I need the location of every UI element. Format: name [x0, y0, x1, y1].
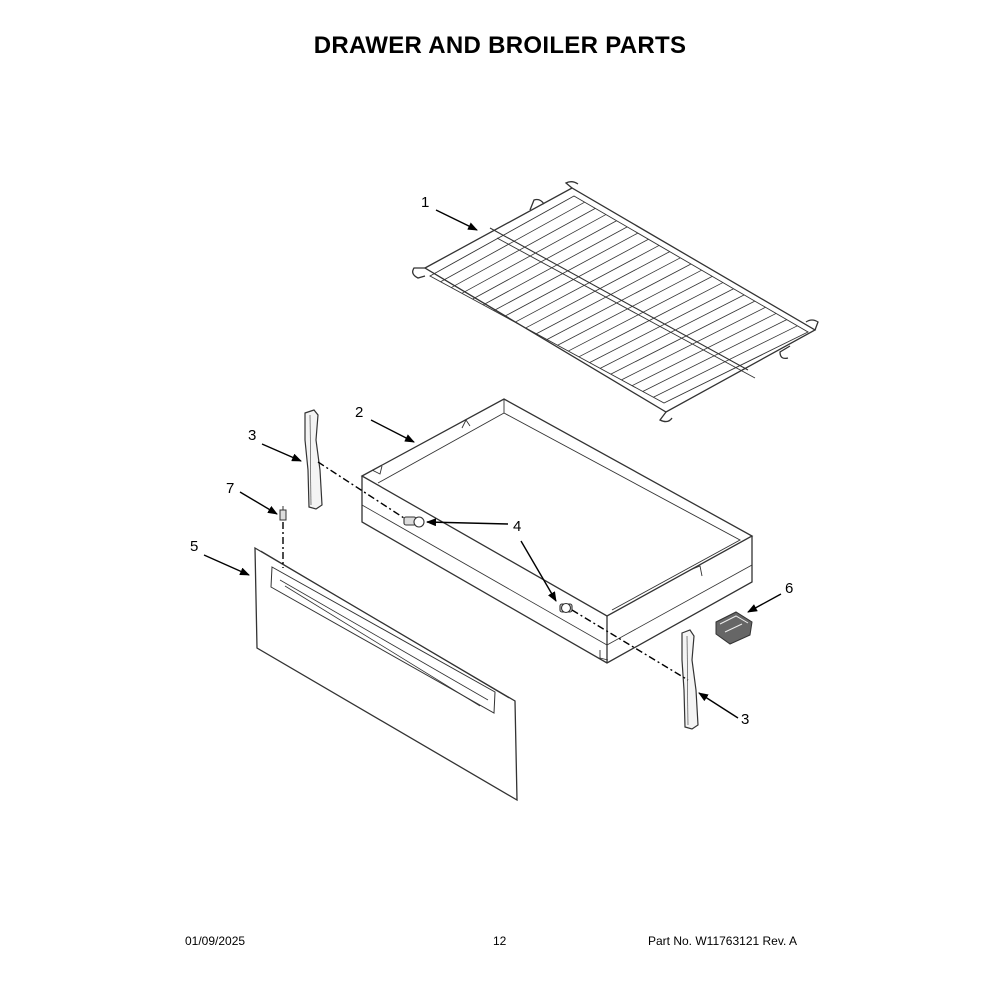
- page-title: DRAWER AND BROILER PARTS: [313, 32, 687, 59]
- rack-wire: [451, 208, 596, 288]
- drawer-glide-right: [681, 629, 699, 730]
- small-screw: [279, 506, 287, 521]
- rack-wire: [472, 220, 617, 300]
- rack-wire: [482, 226, 628, 306]
- rack-wire: [546, 263, 692, 340]
- callout-3-right: 3: [741, 711, 749, 728]
- callout-6: 6: [785, 580, 793, 597]
- footer-date: 01/09/2025: [185, 934, 246, 948]
- footer-part-number: Part No. W11763121 Rev. A: [648, 934, 797, 948]
- rack-wire: [514, 245, 660, 323]
- rack-wire: [461, 214, 607, 294]
- callout-3-left: 3: [248, 427, 256, 444]
- rack-wire: [642, 319, 787, 392]
- callout-1: 1: [421, 194, 429, 211]
- assembly-lines: [282, 461, 689, 681]
- rack-wire: [600, 294, 745, 369]
- rack-wire: [589, 288, 734, 363]
- rack-wire: [578, 282, 724, 358]
- broiler-rack: [412, 181, 819, 423]
- drawer-front-panel: [254, 546, 518, 802]
- rack-wire: [557, 269, 702, 346]
- callout-5: 5: [190, 538, 198, 555]
- footer-page-number: 12: [493, 934, 507, 948]
- rack-wire: [653, 325, 798, 398]
- shoulder-screw-right: [559, 602, 573, 614]
- rack-wire: [610, 300, 755, 375]
- rack-wire: [440, 201, 585, 283]
- rack-wire: [621, 306, 766, 381]
- shoulder-screw-left: [403, 516, 425, 528]
- rack-wire: [504, 238, 649, 317]
- callout-4: 4: [513, 518, 521, 535]
- rack-wire: [536, 257, 681, 335]
- rack-wire: [493, 232, 639, 311]
- callout-7: 7: [226, 480, 234, 497]
- drawer-pan: [360, 398, 754, 664]
- rack-wire: [568, 276, 713, 352]
- callout-arrows: [203, 209, 782, 719]
- rack-wire: [631, 313, 777, 387]
- rack-wire: [525, 251, 670, 329]
- drawer-glide-left: [304, 409, 323, 510]
- callout-2: 2: [355, 404, 363, 421]
- drawer-clip: [715, 611, 753, 645]
